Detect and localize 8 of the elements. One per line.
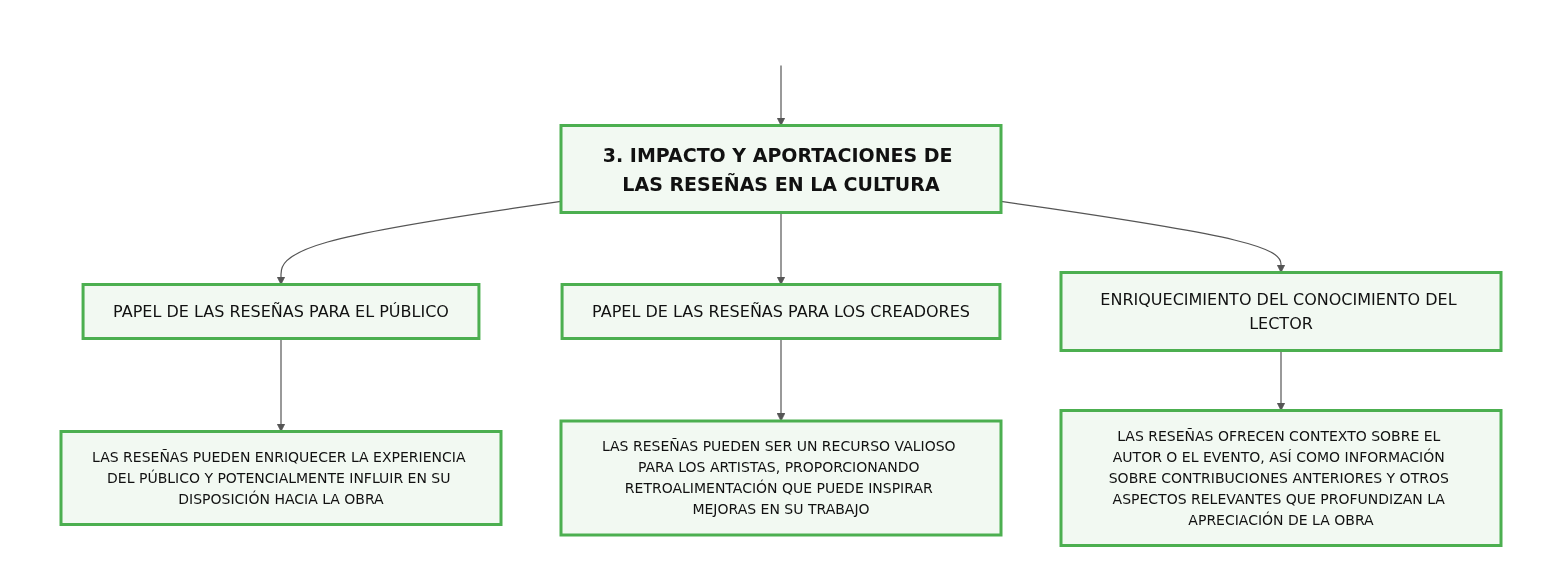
arrow [776,64,785,126]
node-box: PAPEL DE LAS RESEÑAS PARA EL PÚBLICO [81,283,480,340]
node-box: LAS RESEÑAS PUEDEN ENRIQUECER LA EXPERIENCIA DEL PÚBLICO Y POTENCIALMENTE INFLUIR EN SU DISPOSICIÓN HACIA LA OBRA [59,430,502,526]
node-box: LAS RESEÑAS PUEDEN SER UN RECURSO VALIOSO PARA LOS ARTISTAS, PROPORCIONANDO RETROALIMENTACIÓN QUE PUEDE INSPIRAR MEJORAS EN SU TRABAJO [559,419,1002,537]
node-box: LAS RESEÑAS OFRECEN CONTEXTO SOBRE EL AUTOR O EL EVENTO, ASÍ COMO INFORMACIÓN SOBRE CONTRIBUCIONES ANTERIORES Y OTROS ASPECTOS RELEVANTES QUE PROFUNDIZAN LA APRECIACIÓN DE LA OBRA [1059,409,1502,547]
node-box: ENRIQUECIMIENTO DEL CONOCIMIENTO DEL LECTOR [1059,271,1502,352]
node-box: PAPEL DE LAS RESEÑAS PARA LOS CREADORES [560,283,1001,340]
node-box: 3. IMPACTO Y APORTACIONES DE LAS RESEÑAS EN LA CULTURA [559,124,1002,214]
